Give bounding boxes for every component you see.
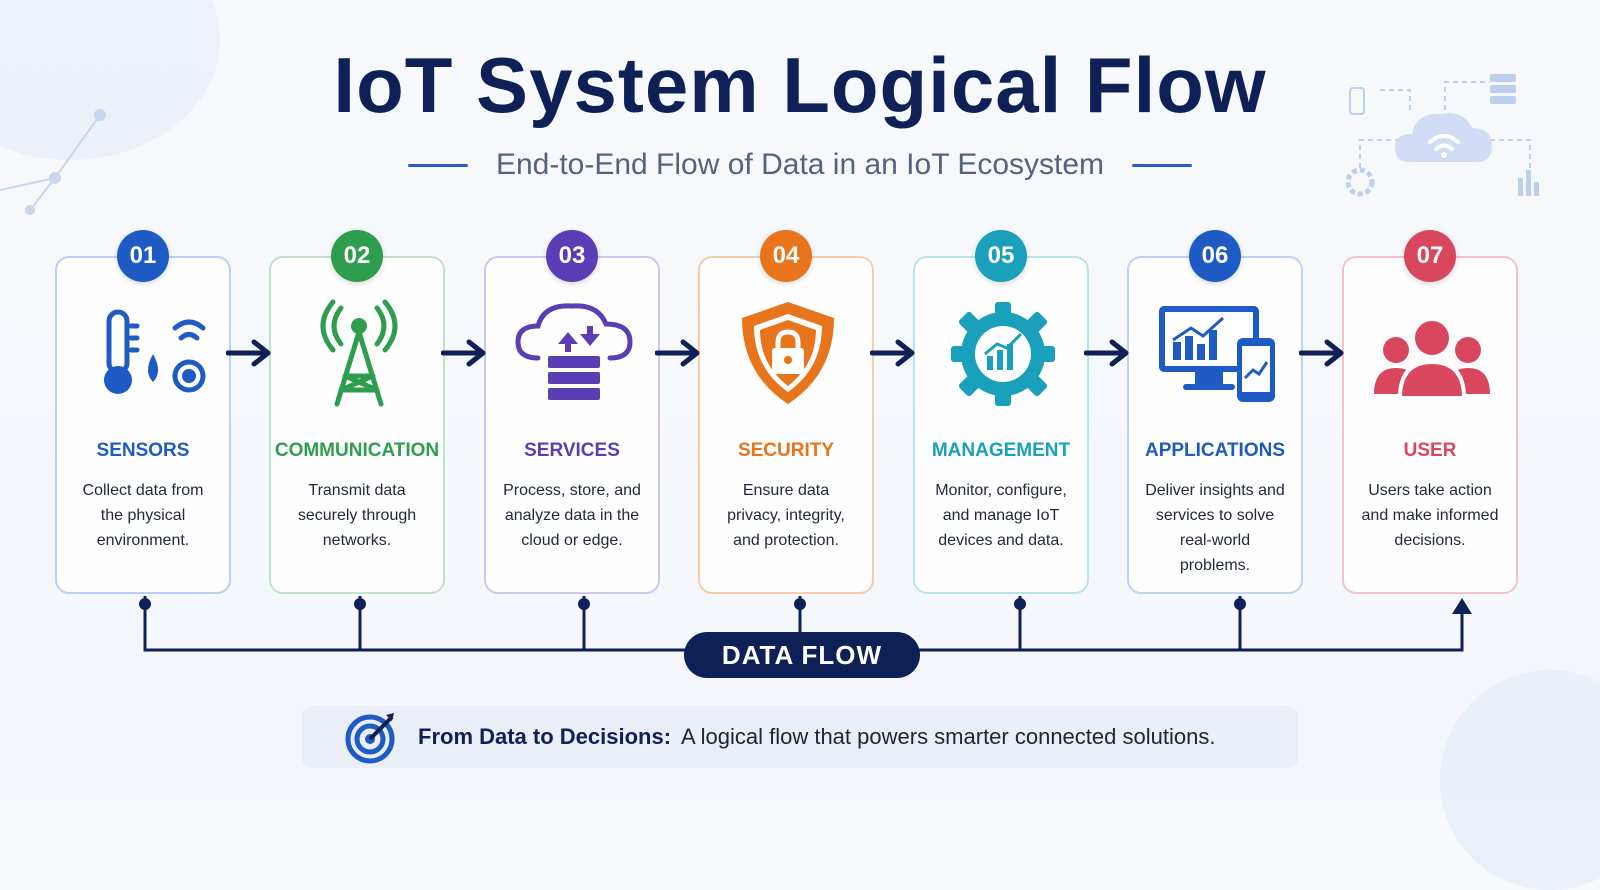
- step-number-badge: 07: [1404, 230, 1456, 282]
- arrow-right-icon: [226, 339, 271, 367]
- step-card-management: MANAGEMENT Monitor, configure, and manag…: [913, 256, 1089, 594]
- cell-tower-icon: [320, 299, 398, 407]
- monitor-phone-icon: [1159, 306, 1275, 402]
- step-card-communication: COMMUNICATION Transmit data securely thr…: [269, 256, 445, 594]
- step-card-applications: APPLICATIONS Deliver insights and servic…: [1127, 256, 1303, 594]
- step-title: SERVICES: [524, 440, 620, 461]
- step-description: Ensure data privacy, integrity, and prot…: [727, 482, 845, 549]
- subtitle-row: End-to-End Flow of Data in an IoT Ecosys…: [0, 148, 1600, 182]
- footer-heading: From Data to Decisions:: [418, 724, 672, 749]
- step-number-badge: 06: [1189, 230, 1241, 282]
- step-title: COMMUNICATION: [274, 440, 440, 461]
- step-title: MANAGEMENT: [931, 440, 1071, 461]
- step-number-badge: 05: [975, 230, 1027, 282]
- step-title: SECURITY: [737, 440, 835, 461]
- step-number-badge: 01: [117, 230, 169, 282]
- step-number-badge: 04: [760, 230, 812, 282]
- step-description: Monitor, configure, and manage IoT devic…: [935, 482, 1067, 549]
- step-description: Deliver insights and services to solve r…: [1145, 482, 1285, 574]
- step-card-security: SECURITY Ensure data privacy, integrity,…: [698, 256, 874, 594]
- page-title: IoT System Logical Flow: [333, 41, 1267, 129]
- network-decoration-icon: [0, 109, 106, 215]
- step-number-badge: 02: [331, 230, 383, 282]
- arrow-right-icon: [441, 339, 486, 367]
- page-subtitle: End-to-End Flow of Data in an IoT Ecosys…: [495, 148, 1105, 181]
- arrow-right-icon: [870, 339, 915, 367]
- background-blob: [1440, 670, 1600, 890]
- footer-text: A logical flow that powers smarter conne…: [681, 724, 1216, 749]
- step-card-user: USER Users take action and make informed…: [1342, 256, 1518, 594]
- cloud-server-icon: [515, 303, 633, 400]
- sensors-icon: [104, 309, 206, 394]
- subtitle-divider: [1132, 163, 1193, 167]
- step-title: APPLICATIONS: [1144, 440, 1286, 461]
- step-card-services: SERVICES Process, store, and analyze dat…: [484, 256, 660, 594]
- arrow-right-icon: [1299, 339, 1344, 367]
- step-description: Users take action and make informed deci…: [1361, 482, 1499, 549]
- footer-banner: From Data to Decisions: A logical flow t…: [302, 706, 1298, 768]
- step-description: Transmit data securely through networks.: [297, 482, 417, 549]
- subtitle-divider: [407, 163, 468, 167]
- arrow-right-icon: [1084, 339, 1129, 367]
- arrow-right-icon: [655, 339, 700, 367]
- step-description: Collect data from the physical environme…: [82, 482, 204, 549]
- step-description: Process, store, and analyze data in the …: [503, 482, 641, 549]
- shield-lock-icon: [742, 302, 834, 404]
- cloud-network-decoration-icon: [1345, 74, 1539, 197]
- step-number-badge: 03: [546, 230, 598, 282]
- users-icon: [1374, 317, 1490, 400]
- target-icon: [345, 713, 395, 764]
- step-card-sensors: SENSORS Collect data from the physical e…: [55, 256, 231, 594]
- data-flow-label: DATA FLOW: [684, 632, 920, 678]
- step-title: USER: [1403, 440, 1457, 461]
- step-title: SENSORS: [96, 440, 190, 461]
- gear-chart-icon: [951, 302, 1055, 406]
